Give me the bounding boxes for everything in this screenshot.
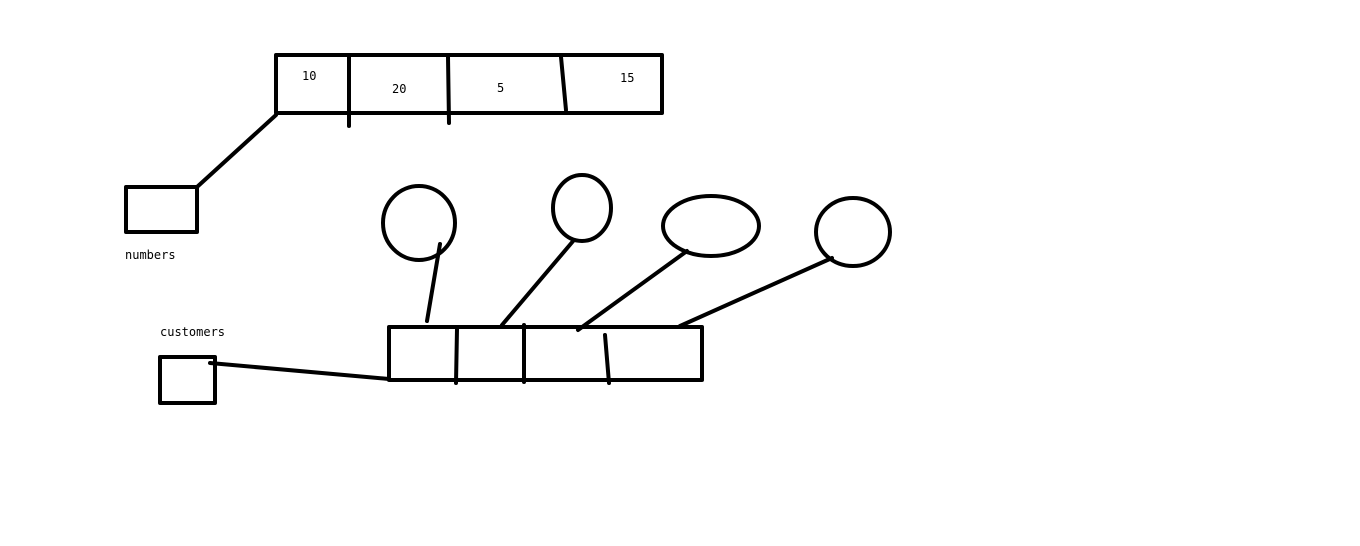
customers-array-divider-3 xyxy=(603,333,611,385)
customers-reference-arrow xyxy=(208,361,391,381)
customers-variable-box xyxy=(158,355,217,405)
customer-object-3 xyxy=(661,194,761,258)
customer-object-4 xyxy=(814,196,892,268)
customer-object-2 xyxy=(551,173,613,243)
customer-pointer-3 xyxy=(576,249,689,332)
customer-objects xyxy=(381,173,892,268)
customer-pointer-4 xyxy=(678,256,834,328)
numbers-array: 10 20 5 15 xyxy=(274,53,664,128)
numbers-variable: numbers xyxy=(124,185,199,262)
numbers-value-0: 10 xyxy=(302,69,316,83)
numbers-variable-label: numbers xyxy=(125,248,176,262)
numbers-value-1: 20 xyxy=(392,82,406,96)
customers-variable: customers xyxy=(158,325,225,405)
customer-pointer-2 xyxy=(500,238,576,327)
numbers-array-box xyxy=(274,53,664,115)
numbers-array-divider-3 xyxy=(559,55,568,112)
numbers-value-2: 5 xyxy=(497,81,504,95)
customers-array-box xyxy=(387,325,704,382)
customers-variable-label: customers xyxy=(160,325,225,339)
customer-pointers xyxy=(425,238,834,332)
numbers-reference-arrow xyxy=(195,113,278,189)
customer-object-1 xyxy=(381,184,457,262)
customers-array-divider-1 xyxy=(454,327,459,385)
customers-array xyxy=(387,323,704,385)
numbers-variable-box xyxy=(124,185,199,234)
customer-pointer-1 xyxy=(425,242,442,323)
numbers-array-divider-2 xyxy=(446,55,451,125)
numbers-value-3: 15 xyxy=(620,71,634,85)
